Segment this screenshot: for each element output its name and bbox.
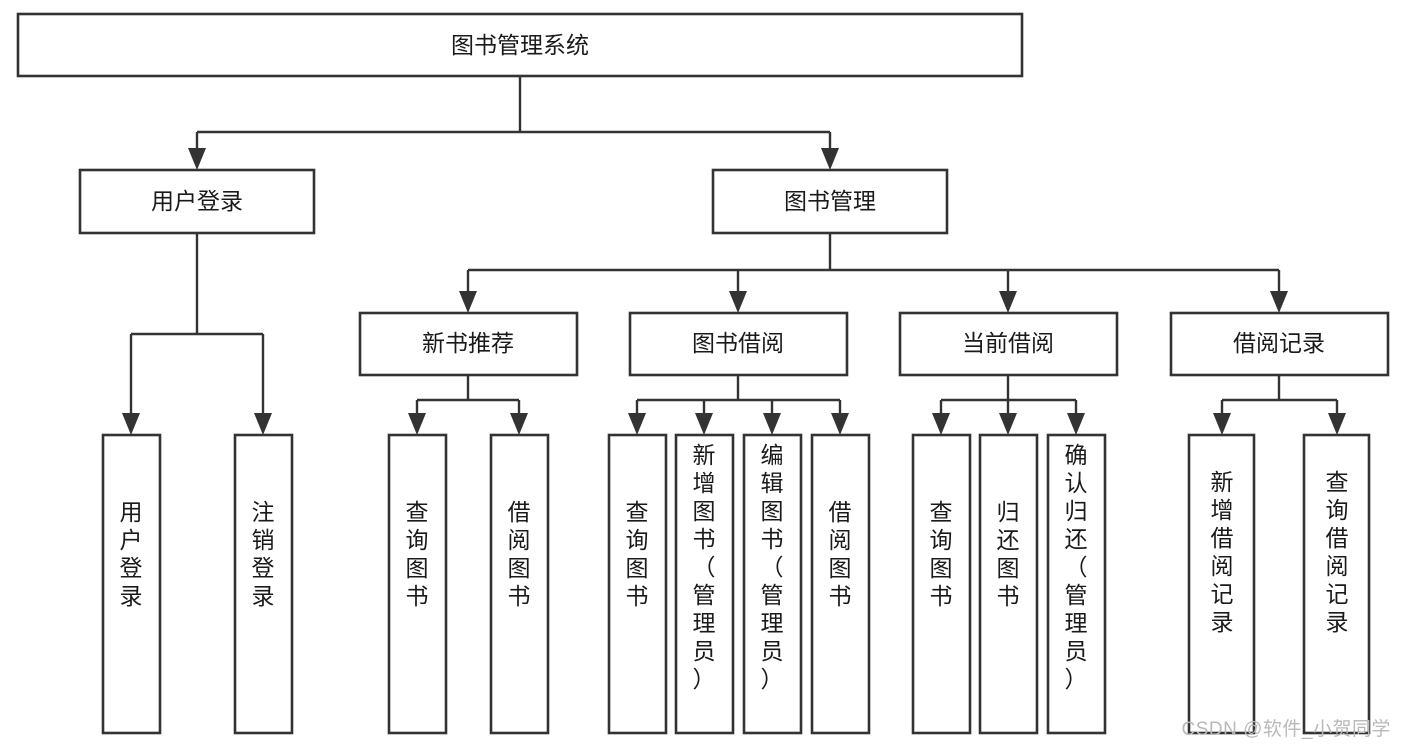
node-root-box[interactable] <box>16 12 1024 78</box>
arrowhead-leaf-query-book-3 <box>932 413 950 435</box>
node-leaf-user-login-label: 用户登录 <box>120 499 143 609</box>
node-root[interactable]: 图书管理系统 <box>16 12 1024 78</box>
node-leaf-add-record-box[interactable] <box>1187 433 1256 735</box>
node-leaf-return-book-box[interactable] <box>978 433 1039 735</box>
node-current-borrow-label: 当前借阅 <box>962 330 1054 356</box>
node-leaf-borrow-book-2[interactable]: 借阅图书 <box>810 433 871 735</box>
node-leaf-return-book[interactable]: 归还图书 <box>978 433 1039 735</box>
node-leaf-add-record[interactable]: 新增借阅记录 <box>1187 433 1256 735</box>
arrowhead-leaf-add-book <box>695 413 713 435</box>
node-leaf-add-record-label: 新增借阅记录 <box>1211 469 1234 635</box>
node-leaf-query-record-label: 查询借阅记录 <box>1326 469 1349 635</box>
node-leaf-query-book-1-label: 查询图书 <box>406 499 429 609</box>
node-leaf-query-book-2-box[interactable] <box>607 433 668 735</box>
node-leaf-borrow-book-1-box[interactable] <box>489 433 550 735</box>
arrowhead-leaf-add-record <box>1213 413 1231 435</box>
arrowhead-leaf-confirm-return <box>1067 413 1085 435</box>
arrowhead-leaf-query-book-2 <box>628 413 646 435</box>
node-book-borrow[interactable]: 图书借阅 <box>628 311 849 377</box>
arrowhead-leaf-user-logout <box>254 413 272 435</box>
arrowhead-user-login <box>188 148 206 170</box>
node-borrow-record-label: 借阅记录 <box>1233 330 1325 356</box>
arrowhead-borrow-record <box>1270 291 1288 313</box>
arrowhead-leaf-edit-book <box>763 413 781 435</box>
node-leaf-return-book-label: 归还图书 <box>997 499 1020 609</box>
node-leaf-edit-book-box[interactable] <box>742 433 803 735</box>
node-book-borrow-box[interactable] <box>628 311 849 377</box>
node-user-login-label: 用户登录 <box>151 188 243 214</box>
arrowhead-book-borrow <box>729 291 747 313</box>
node-leaf-edit-book-label: 编辑图书（管理员） <box>761 442 784 692</box>
node-leaf-confirm-return[interactable]: 确认归还（管理员） <box>1046 433 1107 735</box>
node-leaf-user-login-box[interactable] <box>101 433 162 735</box>
node-leaf-borrow-book-1[interactable]: 借阅图书 <box>489 433 550 735</box>
node-leaf-borrow-book-2-label: 借阅图书 <box>829 499 852 609</box>
arrowhead-new-book-recommend <box>459 291 477 313</box>
node-leaf-query-record-box[interactable] <box>1302 433 1371 735</box>
node-leaf-query-book-2-label: 查询图书 <box>626 499 649 609</box>
node-leaf-borrow-book-2-box[interactable] <box>810 433 871 735</box>
arrowhead-leaf-borrow-book-2 <box>831 413 849 435</box>
node-current-borrow[interactable]: 当前借阅 <box>898 311 1119 377</box>
node-leaf-query-book-2[interactable]: 查询图书 <box>607 433 668 735</box>
node-book-borrow-label: 图书借阅 <box>692 330 784 356</box>
node-book-manage-box[interactable] <box>711 168 949 235</box>
arrowhead-leaf-borrow-book-1 <box>510 413 528 435</box>
node-user-login[interactable]: 用户登录 <box>78 168 316 235</box>
node-root-label: 图书管理系统 <box>451 32 589 58</box>
node-leaf-query-book-1[interactable]: 查询图书 <box>387 433 448 735</box>
node-leaf-query-book-1-box[interactable] <box>387 433 448 735</box>
node-leaf-user-login[interactable]: 用户登录 <box>101 433 162 735</box>
node-leaf-user-logout-label: 注销登录 <box>252 499 275 609</box>
node-leaf-user-logout-box[interactable] <box>233 433 294 735</box>
node-leaf-add-book[interactable]: 新增图书（管理员） <box>674 433 735 735</box>
node-leaf-confirm-return-box[interactable] <box>1046 433 1107 735</box>
arrowhead-leaf-user-login <box>122 413 140 435</box>
node-leaf-borrow-book-1-label: 借阅图书 <box>508 499 531 609</box>
node-leaf-query-book-3[interactable]: 查询图书 <box>911 433 972 735</box>
node-leaf-query-book-3-label: 查询图书 <box>930 499 953 609</box>
node-borrow-record-box[interactable] <box>1169 311 1390 377</box>
node-user-login-box[interactable] <box>78 168 316 235</box>
node-leaf-query-record[interactable]: 查询借阅记录 <box>1302 433 1371 735</box>
arrowhead-current-borrow <box>999 291 1017 313</box>
node-leaf-query-book-3-box[interactable] <box>911 433 972 735</box>
node-book-manage[interactable]: 图书管理 <box>711 168 949 235</box>
arrowhead-leaf-query-book-1 <box>408 413 426 435</box>
node-new-book-recommend-label: 新书推荐 <box>422 330 514 356</box>
node-leaf-confirm-return-label: 确认归还（管理员） <box>1065 442 1088 692</box>
node-leaf-user-logout[interactable]: 注销登录 <box>233 433 294 735</box>
node-leaf-add-book-box[interactable] <box>674 433 735 735</box>
arrowhead-book-manage <box>821 148 839 170</box>
connector-group <box>122 76 1346 435</box>
node-new-book-recommend-box[interactable] <box>358 311 579 377</box>
node-new-book-recommend[interactable]: 新书推荐 <box>358 311 579 377</box>
node-book-manage-label: 图书管理 <box>784 188 876 214</box>
arrowhead-leaf-return-book <box>999 413 1017 435</box>
node-leaf-edit-book[interactable]: 编辑图书（管理员） <box>742 433 803 735</box>
arrowhead-leaf-query-record <box>1328 413 1346 435</box>
node-leaf-add-book-label: 新增图书（管理员） <box>693 442 716 692</box>
node-borrow-record[interactable]: 借阅记录 <box>1169 311 1390 377</box>
node-current-borrow-box[interactable] <box>898 311 1119 377</box>
